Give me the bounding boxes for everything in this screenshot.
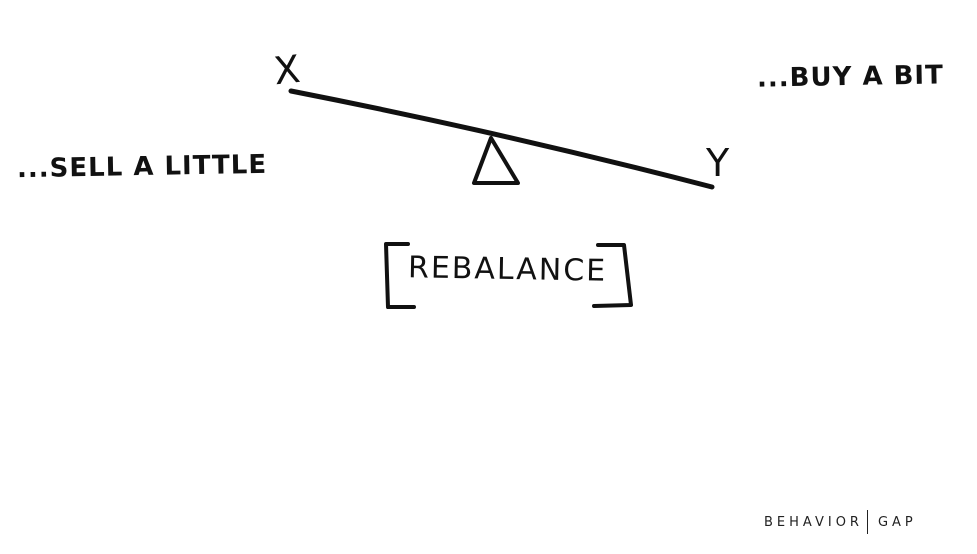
seesaw-right-label: Y bbox=[706, 141, 731, 185]
brand-name-right: GAP bbox=[877, 514, 917, 530]
brand-divider bbox=[866, 510, 868, 534]
seesaw-left-label: X bbox=[271, 46, 304, 94]
seesaw-beam bbox=[288, 88, 715, 190]
brand-name-left: BEHAVIOR bbox=[764, 514, 863, 530]
left-bracket bbox=[384, 242, 416, 309]
rebalance-title: REBALANCE bbox=[407, 250, 608, 289]
fulcrum-triangle bbox=[472, 136, 520, 185]
brand-logo: BEHAVIOR GAP bbox=[764, 510, 917, 534]
sell-note: ...SELL A LITTLE bbox=[16, 149, 268, 185]
buy-note: ...BUY A BIT bbox=[756, 60, 945, 94]
right-bracket bbox=[592, 243, 633, 308]
